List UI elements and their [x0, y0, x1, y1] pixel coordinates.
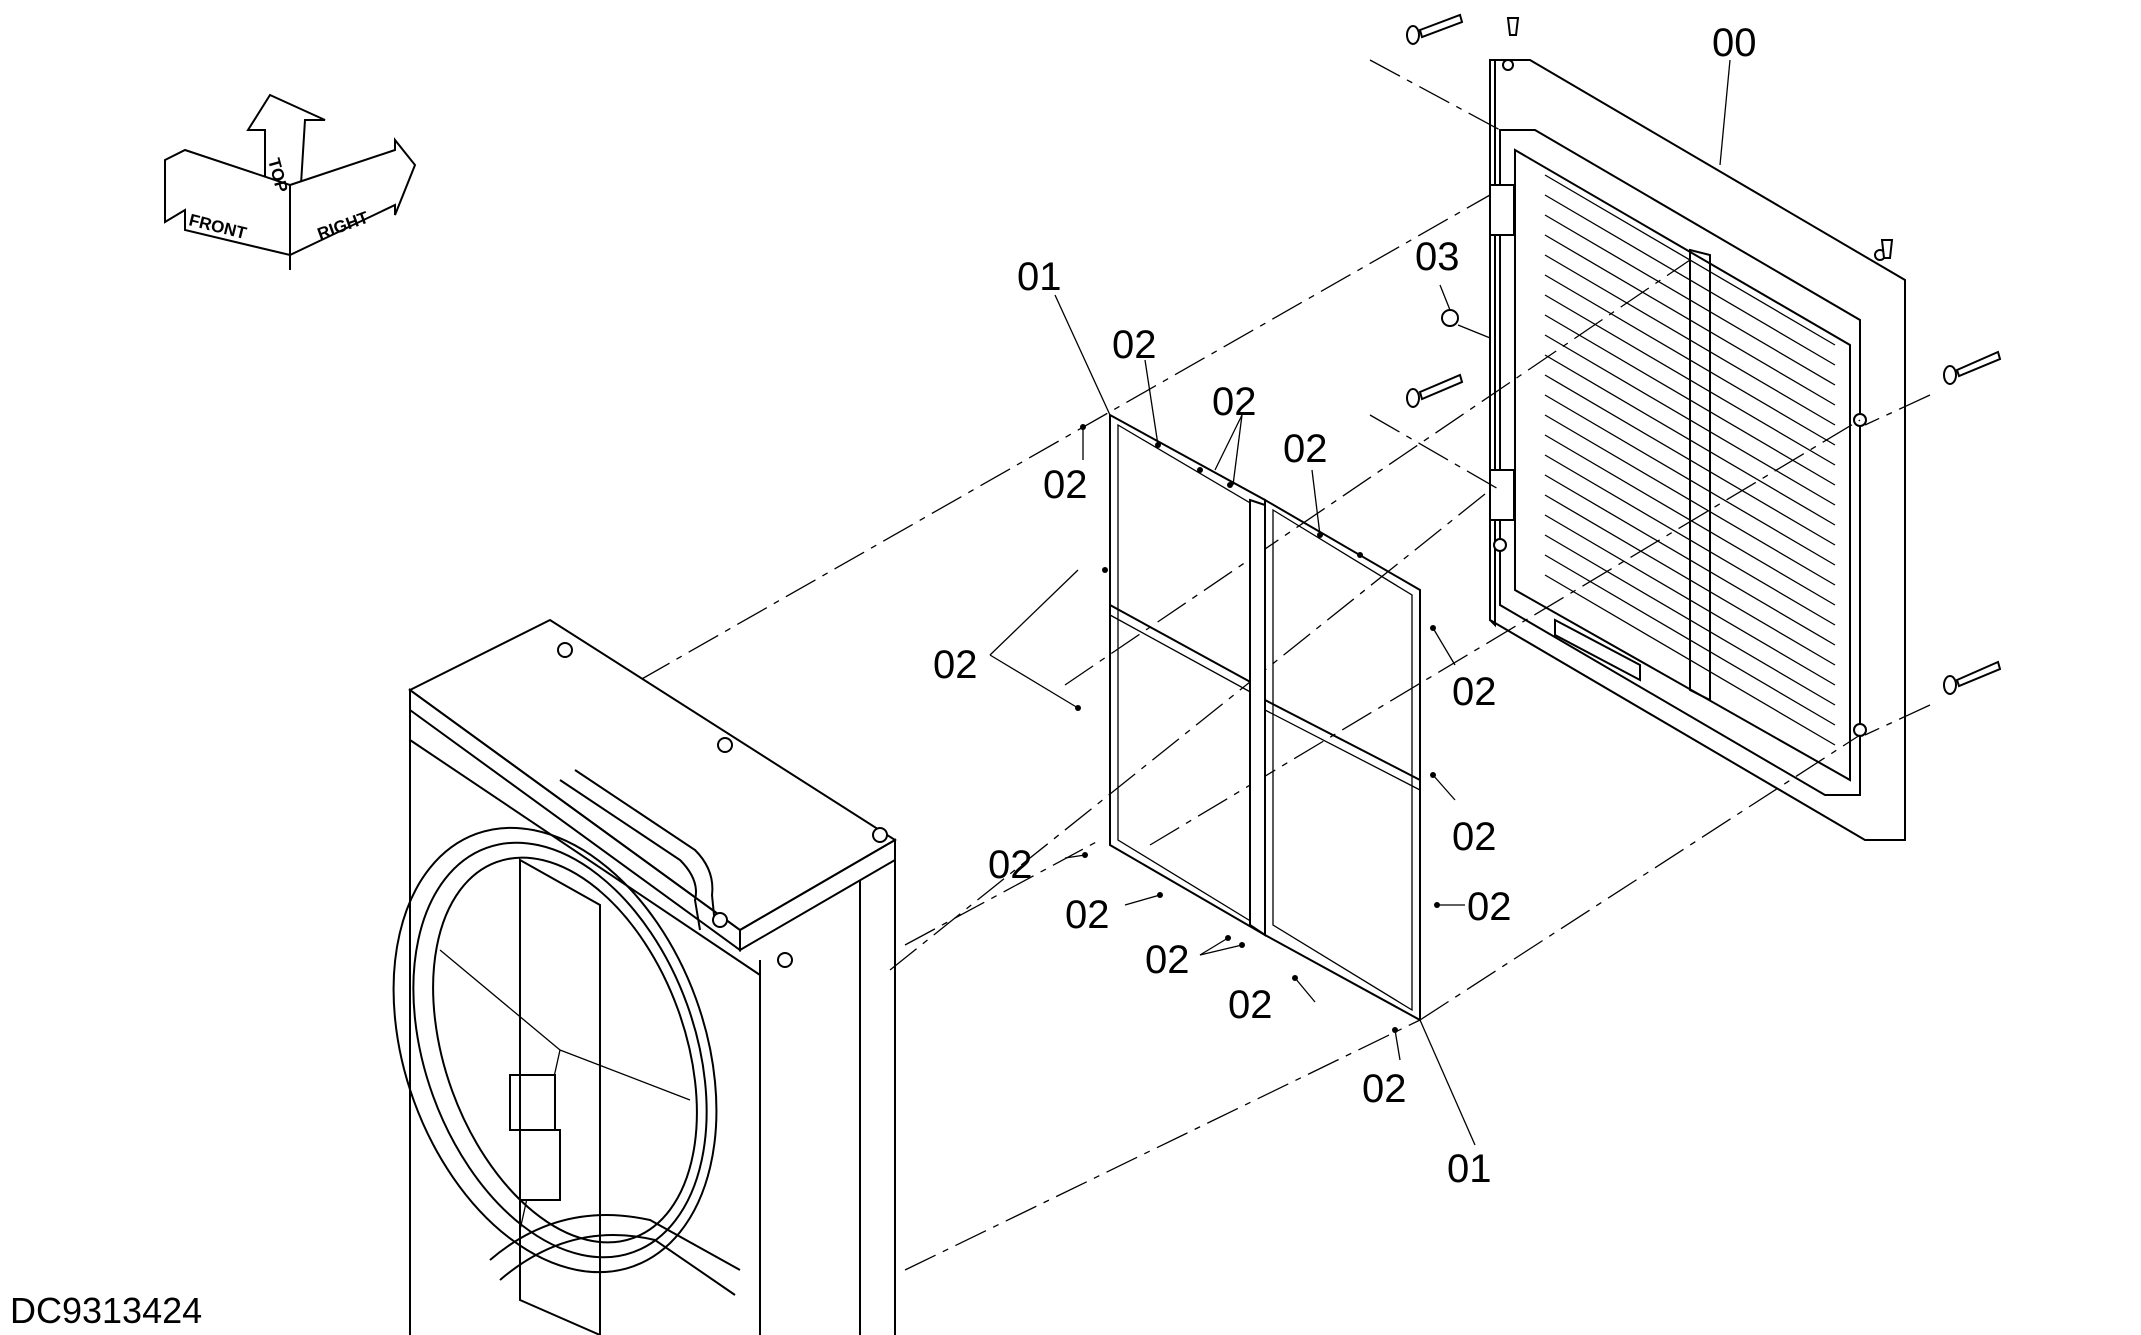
- callout-02: 02: [1145, 938, 1190, 982]
- callout-02: 02: [1065, 893, 1110, 937]
- callout-02: 02: [1043, 463, 1088, 507]
- orientation-indicator: FRONT TOP RIGHT: [164, 93, 417, 270]
- callout-02: 02: [933, 643, 978, 687]
- callout-02: 02: [1452, 670, 1497, 714]
- radiator-fan-unit: [392, 618, 897, 1335]
- callout-01-bottom: 01: [1447, 1147, 1492, 1191]
- callout-leaders: [989, 59, 1731, 1146]
- bolts-and-washers: [1406, 13, 2002, 695]
- callout-02: 02: [1467, 885, 1512, 929]
- callout-01-top: 01: [1017, 255, 1062, 299]
- callout-02: 02: [1452, 815, 1497, 859]
- callout-02: 02: [1362, 1067, 1407, 1111]
- callout-02: 02: [1283, 427, 1328, 471]
- callout-02: 02: [1228, 983, 1273, 1027]
- callout-00: 00: [1712, 21, 1757, 65]
- callout-02: 02: [988, 843, 1033, 887]
- screen-panels: [1075, 413, 1440, 1033]
- assembly-centerlines: [639, 59, 1931, 1271]
- callout-labels: 00 01 01 03 02 02 02 02 02 02 02 02 02 0…: [933, 21, 1757, 1191]
- callout-02: 02: [1112, 323, 1157, 367]
- callout-02: 02: [1212, 380, 1257, 424]
- callout-03: 03: [1415, 235, 1460, 279]
- grille-frame-assembly: [1489, 59, 1906, 841]
- drawing-id: DC9313424: [10, 1290, 203, 1331]
